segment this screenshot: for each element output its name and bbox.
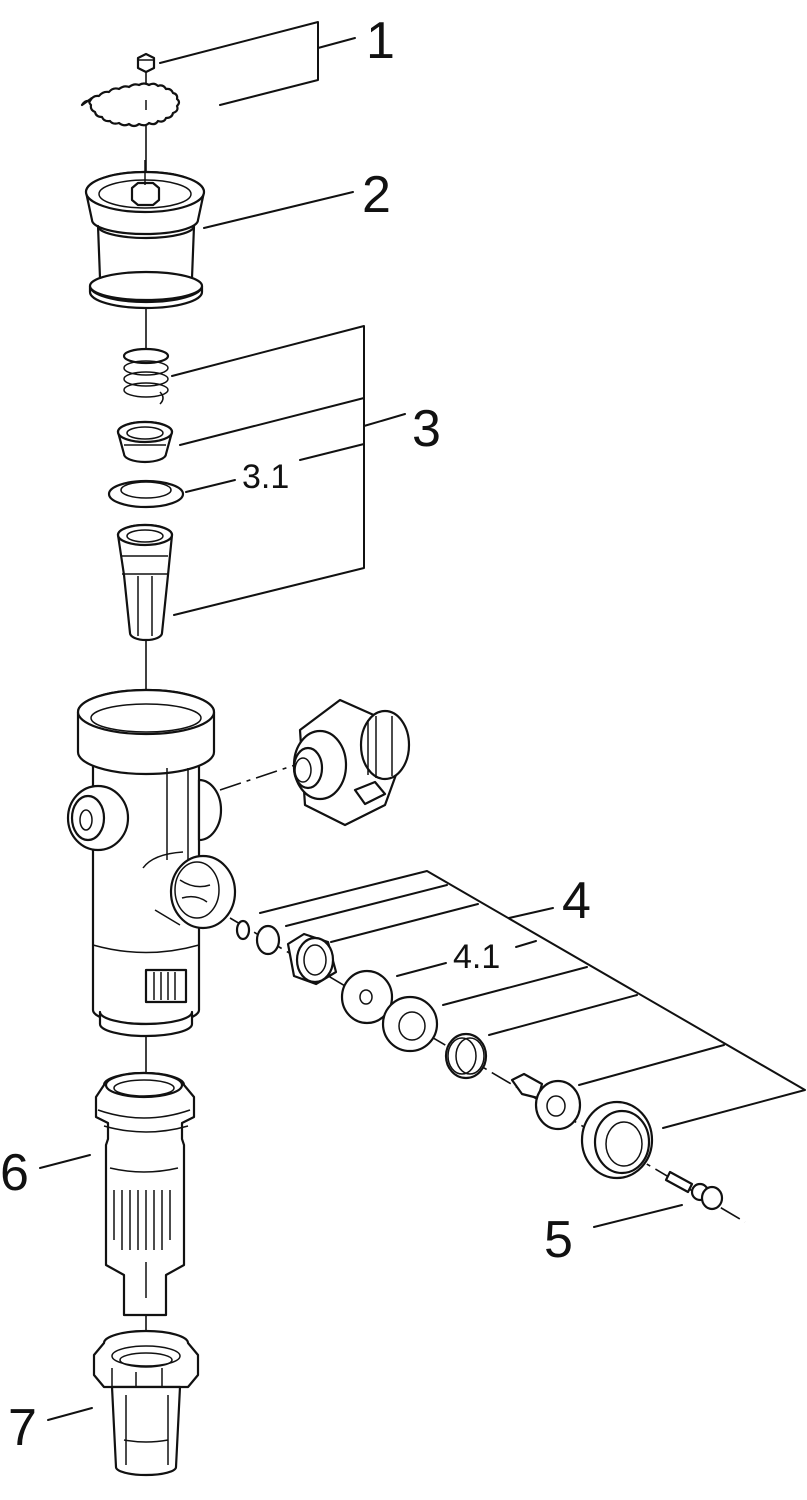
part-1-serrated-washer[interactable] xyxy=(80,82,181,128)
side-connector[interactable] xyxy=(292,698,411,827)
part-4-cap-nut[interactable] xyxy=(580,1100,654,1180)
leader-4 xyxy=(259,870,806,1129)
part-1-nut[interactable] xyxy=(136,52,156,74)
part-4-1-flat-washer[interactable] xyxy=(340,969,394,1025)
leader-2 xyxy=(203,191,354,229)
part-2-top-cap[interactable] xyxy=(84,160,206,310)
part-4-washer[interactable] xyxy=(381,995,439,1053)
label-part-4-1: 4.1 xyxy=(453,938,500,976)
connector-axis xyxy=(219,764,296,791)
label-part-3-1: 3.1 xyxy=(242,458,289,496)
part-6-outlet-connector[interactable] xyxy=(94,1071,196,1317)
part-3-filter-cartridge[interactable] xyxy=(116,523,174,642)
part-4-valve-seat[interactable] xyxy=(286,932,338,986)
part-4-small-o-ring[interactable] xyxy=(235,919,251,941)
part-4-o-ring[interactable] xyxy=(255,924,281,956)
label-part-5: 5 xyxy=(544,1211,573,1269)
part-7-union-nut[interactable] xyxy=(92,1329,200,1477)
part-3-1-sealing-ring[interactable] xyxy=(107,479,185,509)
side-axis xyxy=(229,917,746,1223)
part-4-spring[interactable] xyxy=(444,1032,488,1080)
label-part-2: 2 xyxy=(362,166,391,224)
valve-body[interactable] xyxy=(66,688,237,1038)
label-part-7: 7 xyxy=(8,1399,37,1457)
leader-3 xyxy=(171,325,406,616)
leader-5 xyxy=(593,1204,683,1228)
label-part-3: 3 xyxy=(412,400,441,458)
leader-7 xyxy=(47,1407,93,1421)
leader-6 xyxy=(39,1154,91,1169)
part-3-seal-holder[interactable] xyxy=(116,420,174,464)
part-5-adjusting-screw[interactable] xyxy=(664,1170,724,1211)
leader-1 xyxy=(159,21,356,106)
part-3-spring[interactable] xyxy=(122,347,170,405)
label-part-4: 4 xyxy=(562,872,591,930)
label-part-6: 6 xyxy=(0,1144,29,1202)
label-part-1: 1 xyxy=(366,12,395,70)
part-4-plunger[interactable] xyxy=(510,1072,582,1131)
